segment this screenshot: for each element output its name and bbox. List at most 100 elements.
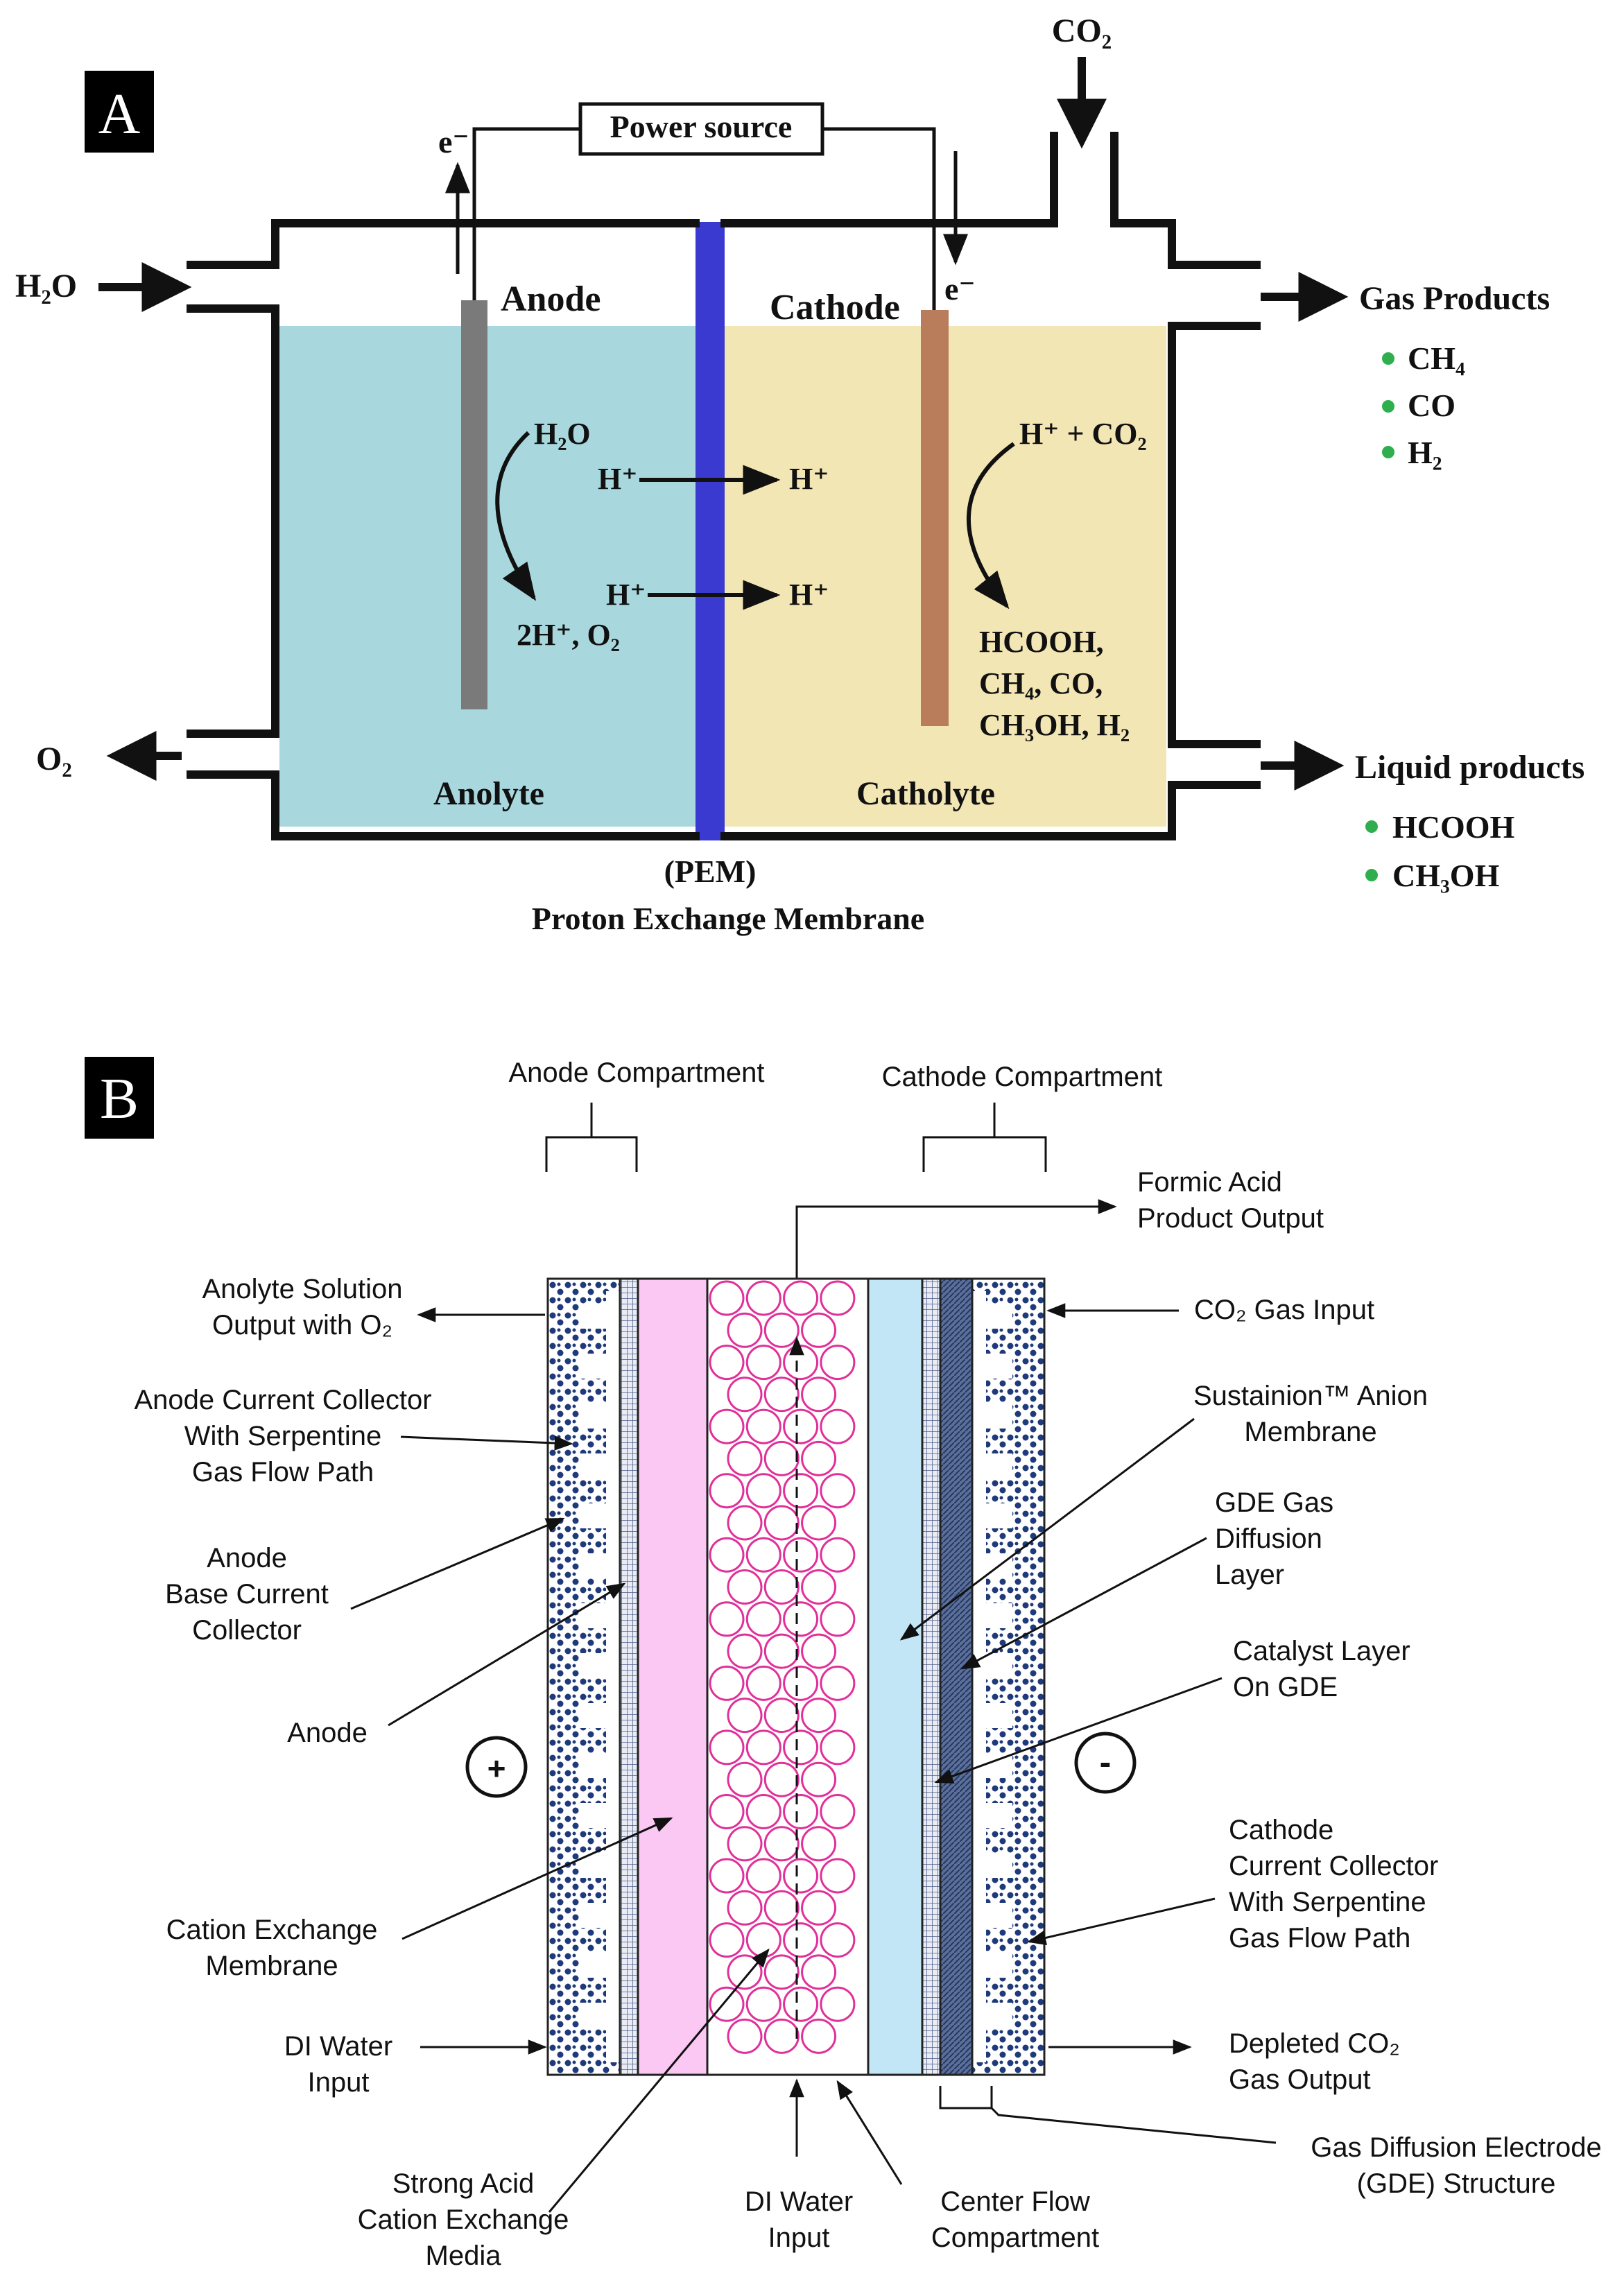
anode-collector-pointer	[400, 1435, 573, 1451]
ion-exchange-bead	[783, 1345, 819, 1381]
ion-exchange-bead	[763, 1376, 800, 1413]
di-water-left-line-1: DI Water	[284, 2031, 392, 2062]
anode-label-b: Anode	[287, 1718, 368, 1748]
anode-collector-line-2: With Serpentine	[184, 1421, 382, 1451]
gas-products-title: Gas Products	[1359, 280, 1550, 317]
ion-exchange-bead	[820, 1729, 856, 1766]
ion-exchange-bead	[783, 1408, 819, 1444]
gde-diffusion-layer	[940, 1279, 972, 2075]
ion-exchange-bead	[820, 1408, 856, 1444]
cathode-products-line-3: CH₃OH, H₂	[979, 708, 1130, 742]
anode-serpentine-path	[580, 1291, 620, 2062]
ion-exchange-bead	[820, 1473, 856, 1509]
anode-base-line-1: Anode	[207, 1543, 287, 1573]
o2-output-label: O₂	[36, 741, 72, 777]
ion-exchange-bead	[783, 1280, 819, 1316]
ion-exchange-bead	[709, 1601, 745, 1637]
liquid-product-ch3oh: CH₃OH	[1392, 858, 1500, 893]
cell-layer-dividers	[619, 1279, 974, 2075]
liquid-product-hcooh: HCOOH	[1392, 809, 1515, 845]
ion-exchange-bead	[709, 1665, 745, 1701]
cell-wall-left-side	[187, 304, 1261, 840]
ion-exchange-bead	[745, 1922, 781, 1958]
panel-a: A Power source e⁻ e⁻ CO₂ H₂O O₂ Anode C	[15, 12, 1584, 936]
anolyte-label: Anolyte	[433, 775, 544, 812]
ion-exchange-bead	[745, 1601, 781, 1637]
panel-b-badge	[85, 1057, 154, 1139]
cation-exchange-membrane	[638, 1279, 707, 2075]
anode-label: Anode	[501, 279, 601, 319]
catalyst-pointer	[934, 1677, 1223, 1784]
ion-exchange-bead	[727, 1505, 763, 1541]
ion-exchange-bead	[783, 1922, 819, 1958]
negative-terminal	[1074, 1732, 1137, 1794]
cathode-products-line-2: CH₄, CO,	[979, 666, 1103, 700]
anode-compartment-bracket	[545, 1103, 638, 1172]
pem-abbrev-label: (PEM)	[664, 854, 757, 889]
ion-exchange-bead	[745, 1794, 781, 1829]
ion-exchange-bead	[763, 2018, 800, 2054]
ion-exchange-bead	[727, 1761, 763, 1797]
anode-base-line-3: Collector	[192, 1615, 302, 1646]
ion-exchange-bead	[801, 1633, 837, 1669]
ion-exchange-bead	[727, 1890, 763, 1926]
ion-exchange-bead	[820, 1345, 856, 1381]
anode-reactant-label: H₂O	[534, 417, 591, 451]
proton-right-2: H⁺	[789, 578, 829, 612]
cathode-compartment-label: Cathode Compartment	[882, 1062, 1163, 1092]
ion-exchange-bead	[801, 1890, 837, 1926]
ion-exchange-bead	[763, 1505, 800, 1541]
ion-exchange-bead	[727, 1569, 763, 1605]
ion-exchange-bead	[709, 1858, 745, 1894]
cathode-products-line-1: HCOOH,	[979, 625, 1104, 659]
gas-product-bullet	[1382, 400, 1394, 413]
cathode-reactant-label: H⁺ + CO₂	[1019, 417, 1147, 451]
proton-left-1: H⁺	[598, 462, 637, 496]
gde-gas-line-1: GDE Gas	[1215, 1487, 1333, 1518]
center-flow-pointer	[836, 2080, 903, 2185]
catalyst-line-2: On GDE	[1233, 1672, 1338, 1702]
ion-exchange-bead	[745, 1408, 781, 1444]
power-source-box	[578, 102, 824, 156]
ion-exchange-bead	[801, 1954, 837, 1990]
ion-exchange-bead	[709, 1473, 745, 1509]
ion-exchange-bead	[801, 1312, 837, 1348]
ion-exchange-bead	[727, 1633, 763, 1669]
anode-base-pointer	[350, 1517, 565, 1610]
ion-exchange-bead	[745, 1665, 781, 1701]
plus-sign: +	[487, 1750, 506, 1786]
catalyst-layer	[922, 1279, 940, 2075]
cathode-serpentine-path	[972, 1291, 1012, 2062]
formic-acid-line-1: Formic Acid	[1137, 1167, 1282, 1198]
sustainion-pointer	[899, 1417, 1195, 1641]
panel-b: B Anode Compartment Cathode Compartment …	[85, 1057, 1602, 2271]
ion-exchange-bead	[783, 1794, 819, 1829]
ion-exchange-bead	[745, 1537, 781, 1573]
sustainion-line-1: Sustainion™ Anion	[1193, 1381, 1428, 1411]
depleted-co2-line-2: Gas Output	[1229, 2064, 1371, 2095]
anode-collector-line-1: Anode Current Collector	[134, 1385, 431, 1415]
ion-exchange-bead	[783, 1601, 819, 1637]
proton-left-2: H⁺	[606, 578, 646, 612]
co2-gas-input-label: CO₂ Gas Input	[1194, 1295, 1374, 1325]
di-water-bottom-line-1: DI Water	[745, 2186, 853, 2217]
gas-product-h2: H₂	[1408, 435, 1442, 470]
cathode-collector-line-4: Gas Flow Path	[1229, 1923, 1410, 1953]
anode-products-label: 2H⁺, O₂	[517, 618, 620, 652]
ion-exchange-bead	[709, 1345, 745, 1381]
electron-left-label: e⁻	[438, 124, 469, 159]
liquid-product-bullet	[1365, 869, 1378, 881]
anode-collector-line-3: Gas Flow Path	[192, 1457, 374, 1487]
center-flow-line-1: Center Flow	[940, 2186, 1090, 2217]
gde-gas-pointer	[960, 1537, 1207, 1670]
serpentine-spine	[972, 1291, 986, 2062]
ion-exchange-bead	[783, 1858, 819, 1894]
ion-exchange-bead	[727, 1312, 763, 1348]
ion-exchange-bead	[709, 1729, 745, 1766]
gde-structure-bracket	[939, 2086, 1277, 2144]
ion-exchange-bead	[727, 1698, 763, 1734]
di-water-bottom-line-2: Input	[768, 2223, 830, 2253]
ion-exchange-bead	[727, 2018, 763, 2054]
ion-exchange-bead	[820, 1280, 856, 1316]
ion-exchange-bead	[801, 1761, 837, 1797]
